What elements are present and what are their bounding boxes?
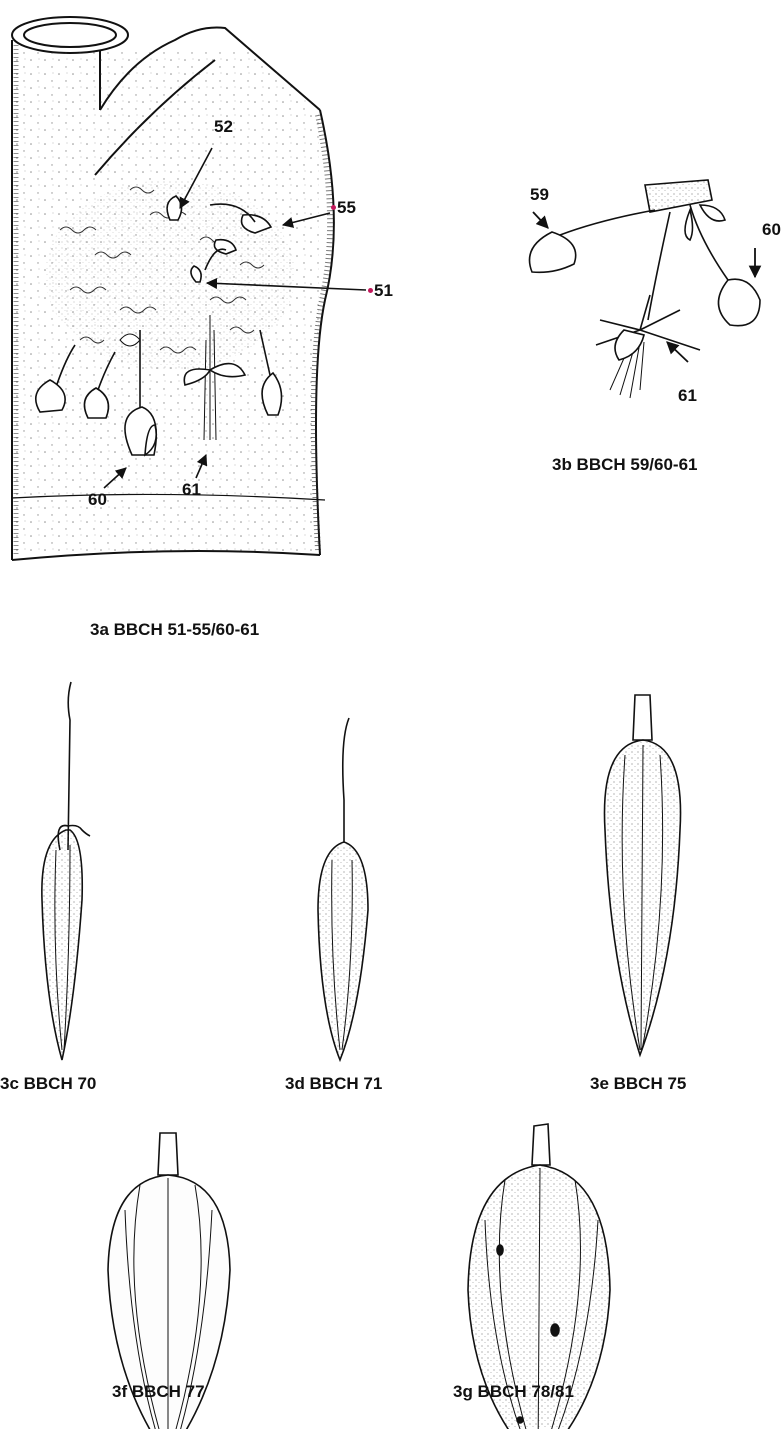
label-60: 60	[88, 490, 107, 510]
label-55: 55	[337, 198, 356, 218]
pod-71	[318, 718, 368, 1060]
label-60-b: 60	[762, 220, 781, 240]
caption-3d: 3d BBCH 71	[285, 1074, 382, 1094]
caption-3f: 3f BBCH 77	[112, 1382, 205, 1402]
flower-branch-drawing	[530, 180, 761, 398]
pod-70	[42, 682, 90, 1060]
caption-3a: 3a BBCH 51-55/60-61	[90, 620, 259, 640]
marker-dot-55	[331, 205, 336, 210]
pod-75	[604, 695, 680, 1055]
label-61-b: 61	[678, 386, 697, 406]
caption-3b: 3b BBCH 59/60-61	[552, 455, 698, 475]
marker-dot-51	[368, 288, 373, 293]
caption-3c: 3c BBCH 70	[0, 1074, 96, 1094]
label-52: 52	[214, 117, 233, 137]
label-51: 51	[374, 281, 393, 301]
label-61: 61	[182, 480, 201, 500]
caption-3g: 3g BBCH 78/81	[453, 1382, 574, 1402]
label-59: 59	[530, 185, 549, 205]
caption-3e: 3e BBCH 75	[590, 1074, 686, 1094]
